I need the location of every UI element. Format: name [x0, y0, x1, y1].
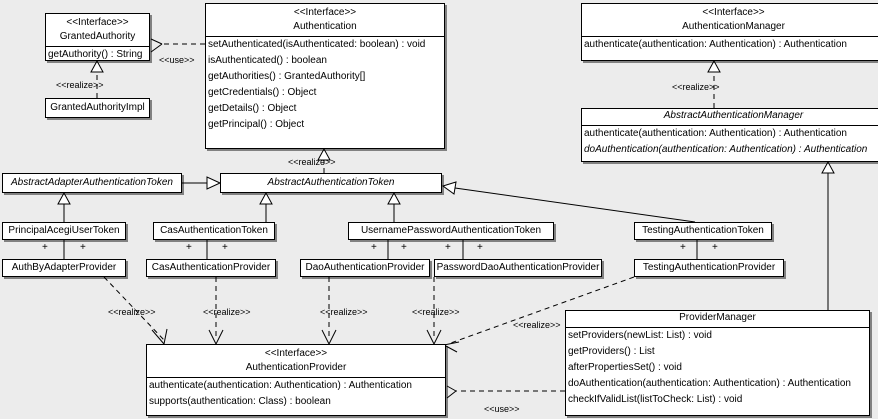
class-name: GrantedAuthorityImpl: [50, 102, 145, 113]
class-node-usernamepasswordauthenticationtoken[interactable]: UsernamePasswordAuthenticationToken: [348, 222, 554, 240]
association-visibility-marker: +: [712, 242, 718, 253]
class-member: checkIfValidList(listToCheck: List) : vo…: [568, 394, 743, 405]
class-compartment-divider: [566, 327, 869, 328]
class-name: Authentication: [293, 21, 357, 32]
class-node-testingauthenticationtoken[interactable]: TestingAuthenticationToken: [634, 222, 772, 240]
class-member: getPrincipal() : Object: [208, 119, 305, 130]
edge-label: <<use>>: [484, 404, 520, 414]
class-member: getProviders() : List: [568, 346, 655, 357]
association-visibility-marker: +: [80, 242, 86, 253]
class-name: UsernamePasswordAuthenticationToken: [360, 225, 542, 236]
class-node-authbyadapterprovider[interactable]: AuthByAdapterProvider: [2, 259, 126, 277]
class-node-daoauthenticationprovider[interactable]: DaoAuthenticationProvider: [300, 259, 430, 277]
class-members: authenticate(authentication: Authenticat…: [147, 378, 445, 410]
class-node-authenticationprovider[interactable]: <<Interface>> AuthenticationProvider authe…: [146, 344, 446, 416]
class-compartment-divider: [147, 377, 445, 378]
class-name: AbstractAdapterAuthenticationToken: [11, 177, 173, 188]
class-name: AbstractAuthenticationManager: [663, 110, 804, 121]
edge-generalize-principalacegiusertoken: [57, 191, 71, 222]
association-visibility-marker: +: [445, 242, 451, 253]
class-node-passworddaoauthenticationprovider[interactable]: PasswordDaoAuthenticationProvider: [434, 259, 602, 277]
class-node-casauthenticationprovider[interactable]: CasAuthenticationProvider: [146, 259, 276, 277]
class-member: authenticate(authentication: Authenticat…: [584, 39, 847, 50]
class-members: authenticate(authentication: Authenticat…: [582, 37, 878, 53]
class-name: AuthByAdapterProvider: [11, 262, 117, 273]
edge-generalize-providermanager: [821, 160, 835, 310]
class-name: AuthenticationManager: [682, 21, 785, 32]
edge-label: <<realize>>: [288, 157, 336, 167]
edge-label: <<realize>>: [320, 307, 368, 317]
class-node-providermanager[interactable]: ProviderManager setProviders(newList: Lis…: [565, 310, 870, 416]
class-node-principalacegiusertoken[interactable]: PrincipalAcegiUserToken: [2, 222, 126, 240]
class-node-abstractadapterauthenticationtoken[interactable]: AbstractAdapterAuthenticationToken: [2, 173, 182, 193]
edge-use-providermanager-authenticationprovider: [446, 385, 565, 399]
edge-label: <<realize>>: [56, 80, 104, 90]
class-node-abstractauthenticationtoken[interactable]: AbstractAuthenticationToken: [220, 173, 442, 193]
class-compartment-divider: [582, 36, 878, 37]
class-node-grantedauthorityimpl[interactable]: GrantedAuthorityImpl: [45, 98, 150, 118]
class-member: authenticate(authentication: Authenticat…: [584, 128, 847, 139]
class-member: afterPropertiesSet() : void: [568, 362, 682, 373]
edge-label: <<realize>>: [412, 307, 460, 317]
class-node-authenticationmanager[interactable]: <<Interface>> AuthenticationManager authen…: [581, 3, 878, 61]
association-visibility-marker: +: [401, 242, 407, 253]
edge-generalize-abstractadapter-to-abstracttoken: [182, 176, 222, 190]
class-member: getAuthorities() : GrantedAuthority[]: [208, 71, 366, 82]
class-node-casauthenticationtoken[interactable]: CasAuthenticationToken: [153, 222, 275, 240]
class-name: ProviderManager: [679, 312, 756, 323]
association-visibility-marker: +: [680, 242, 686, 253]
class-name: AbstractAuthenticationToken: [267, 177, 395, 188]
class-name: CasAuthenticationProvider: [151, 262, 271, 273]
edge-label: <<realize>>: [672, 82, 720, 92]
association-visibility-marker: +: [222, 242, 228, 253]
class-compartment-divider: [582, 125, 878, 126]
edge-label: <<use>>: [159, 55, 195, 65]
class-member: authenticate(authentication: Authenticat…: [149, 380, 412, 391]
class-name: TestingAuthenticationProvider: [642, 262, 776, 273]
class-member: getDetails() : Object: [208, 103, 297, 114]
class-stereotype: <<Interface>>: [702, 7, 765, 18]
class-member: setProviders(newList: List) : void: [568, 330, 712, 341]
edge-label: <<realize>>: [108, 307, 156, 317]
class-compartment-divider: [206, 36, 444, 37]
class-name: PasswordDaoAuthenticationProvider: [436, 262, 600, 273]
class-name: DaoAuthenticationProvider: [305, 262, 425, 273]
class-stereotype: <<Interface>>: [66, 17, 129, 28]
class-member: getCredentials() : Object: [208, 87, 317, 98]
class-stereotype: <<Interface>>: [264, 348, 328, 359]
class-member: setAuthenticated(isAuthenticated: boolea…: [208, 39, 426, 50]
association-visibility-marker: +: [477, 242, 483, 253]
class-members: setAuthenticated(isAuthenticated: boolea…: [206, 37, 444, 133]
edge-label: <<realize>>: [513, 320, 561, 330]
class-node-authentication[interactable]: <<Interface>> Authentication setAuthentica…: [205, 3, 445, 149]
edge-use-authentication-grantedauthority: [150, 38, 205, 53]
class-members: getAuthority() : String: [46, 47, 149, 60]
class-members: setProviders(newList: List) : void getPro…: [566, 328, 869, 408]
edge-generalize-usernamepasswordtoken: [387, 191, 401, 222]
class-name: PrincipalAcegiUserToken: [8, 225, 120, 236]
class-member: doAuthentication(authentication: Authent…: [568, 378, 851, 389]
class-member: getAuthority() : String: [48, 49, 143, 60]
association-visibility-marker: +: [42, 242, 48, 253]
edge-generalize-casauthenticationtoken: [259, 191, 273, 222]
class-members: authenticate(authentication: Authenticat…: [582, 126, 878, 158]
association-visibility-marker: +: [371, 242, 377, 253]
class-name: CasAuthenticationToken: [160, 225, 268, 236]
class-compartment-divider: [46, 46, 149, 47]
association-visibility-marker: +: [186, 242, 192, 253]
class-node-abstractauthenticationmanager[interactable]: AbstractAuthenticationManager authenticat…: [581, 108, 878, 162]
class-name: AuthenticationProvider: [245, 362, 347, 373]
class-stereotype: <<Interface>>: [293, 7, 357, 18]
class-node-testingauthenticationprovider[interactable]: TestingAuthenticationProvider: [634, 259, 784, 277]
class-node-grantedauthority[interactable]: <<Interface>> GrantedAuthority getAuthorit…: [45, 13, 150, 61]
class-name: TestingAuthenticationToken: [642, 225, 764, 236]
edge-label: <<realize>>: [203, 307, 251, 317]
class-name: GrantedAuthority: [59, 31, 136, 42]
class-member: isAuthenticated() : boolean: [208, 55, 327, 66]
class-member: supports(authentication: Class) : boolea…: [149, 396, 331, 407]
edge-generalize-testingauthenticationtoken: [441, 181, 696, 223]
class-member: doAuthentication(authentication: Authent…: [584, 144, 868, 155]
